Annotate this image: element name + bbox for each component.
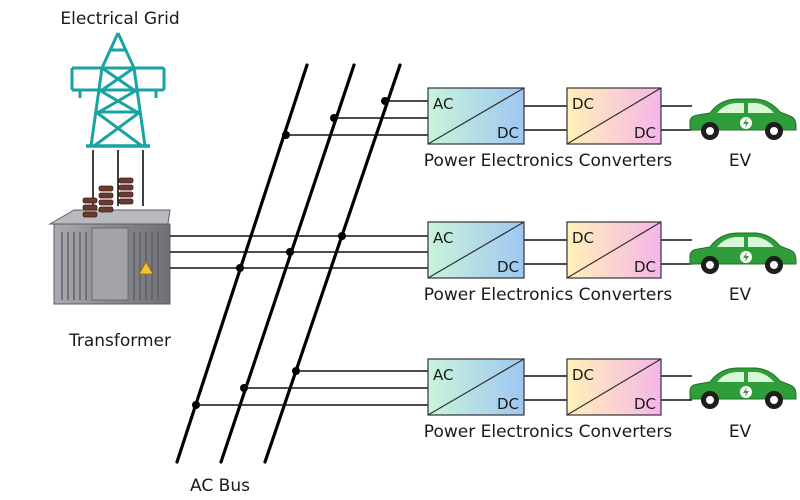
transmission-tower-icon [70,32,166,148]
ac-bus-line-3 [263,63,402,464]
dc-dc-output-label: DC [634,395,656,413]
dc-dc-input-label: DC [572,95,594,113]
ac-dc-output-label: DC [497,395,519,413]
electrical-grid-label: Electrical Grid [60,9,179,29]
ac-dc-output-label: DC [497,258,519,276]
ac-dc-output-label: DC [497,124,519,142]
ac-bus [175,63,402,464]
ev-label: EV [729,285,752,305]
transformer-output-wires [170,235,342,269]
dc-dc-input-label: DC [572,229,594,247]
charging-chain-1: AC DC DC DC Power Electronics Converters… [286,87,797,171]
converter-label: Power Electronics Converters [424,151,673,171]
ac-dc-converter: AC DC [427,87,525,145]
dc-dc-output-label: DC [634,258,656,276]
converter-label: Power Electronics Converters [424,285,673,305]
ev-car-icon [689,367,797,409]
ev-car-icon [689,232,797,274]
ac-bus-label: AC Bus [190,476,250,496]
charging-chain-3: AC DC DC DC Power Electronics Converters… [196,358,797,442]
converter-label: Power Electronics Converters [424,422,673,442]
ac-dc-converter: AC DC [427,358,525,416]
ev-label: EV [729,422,752,442]
ev-car-icon [689,98,797,140]
dc-dc-converter: DC DC [566,358,662,416]
ev-label: EV [729,151,752,171]
grid-feed-wires [92,150,144,206]
ac-bus-line-2 [219,63,356,464]
dc-dc-input-label: DC [572,366,594,384]
dc-dc-converter: DC DC [566,87,662,145]
bus-junctions [192,97,389,409]
ac-dc-input-label: AC [433,95,453,113]
dc-dc-converter: DC DC [566,221,662,279]
charging-chain-2: AC DC DC DC Power Electronics Converters… [240,221,797,305]
dc-dc-output-label: DC [634,124,656,142]
transformer-label: Transformer [68,331,171,351]
ac-dc-input-label: AC [433,366,453,384]
ac-dc-converter: AC DC [427,221,525,279]
transformer-icon [48,177,171,305]
ac-dc-input-label: AC [433,229,453,247]
